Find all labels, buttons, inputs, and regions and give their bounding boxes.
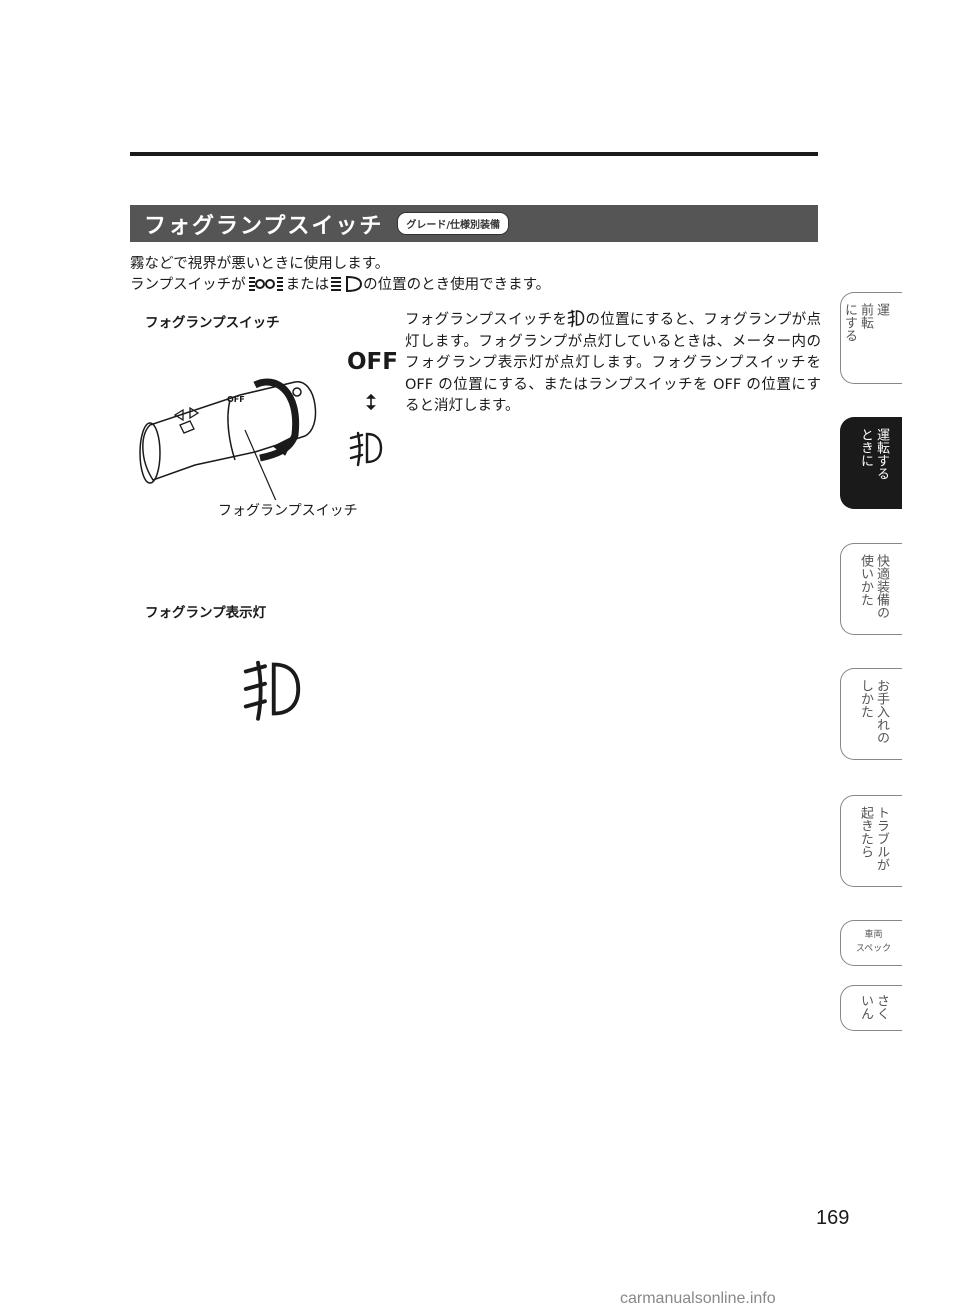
tab-troubleshooting[interactable]: トラブルが 起きたら — [840, 795, 902, 887]
fog-lamp-inline-icon — [567, 309, 585, 328]
tab-maintenance[interactable]: お手入れの しかた — [840, 668, 902, 760]
switch-heading: フォグランプスイッチ — [145, 315, 280, 331]
intro-text: 霧などで視界が悪いときに使用します。 ランプスイッチがまたはの位置のとき使用でき… — [130, 254, 550, 296]
fog-lamp-icon — [349, 431, 383, 467]
tab-comfort-equipment[interactable]: 快適装備の 使いかた — [840, 543, 902, 635]
headlamp-icon — [331, 275, 363, 293]
tab-when-driving[interactable]: 運転する ときに — [840, 417, 902, 509]
page-number: 169 — [816, 1207, 850, 1229]
off-label: OFF — [347, 349, 398, 375]
fog-switch-diagram: OFF — [139, 378, 317, 500]
section-header: フォグランプスイッチ グレード/仕様別装備 — [130, 205, 818, 242]
double-arrow-icon — [366, 393, 376, 411]
grade-badge: グレード/仕様別装備 — [397, 212, 509, 235]
switch-callout: フォグランプスイッチ — [218, 503, 358, 519]
fog-indicator-icon — [243, 660, 301, 721]
watermark: carmanualsonline.info — [620, 1290, 776, 1307]
indicator-heading: フォグランプ表示灯 — [145, 605, 267, 621]
parking-lamp-icon — [248, 277, 283, 291]
switch-description: フォグランプスイッチをの位置にすると、フォグランプが点灯します。フォグランプが点… — [405, 308, 821, 418]
tab-index[interactable]: さく いん — [840, 985, 902, 1031]
intro-line-1: 霧などで視界が悪いときに使用します。 — [130, 256, 390, 272]
intro-line-2: ランプスイッチがまたはの位置のとき使用できます。 — [130, 275, 551, 293]
top-rule — [130, 152, 818, 156]
svg-text:OFF: OFF — [227, 395, 245, 404]
tab-vehicle-specs[interactable]: 車両 スペック — [840, 920, 902, 966]
tab-before-driving[interactable]: 運 前転 にする — [840, 292, 902, 384]
section-title: フォグランプスイッチ — [144, 213, 384, 239]
